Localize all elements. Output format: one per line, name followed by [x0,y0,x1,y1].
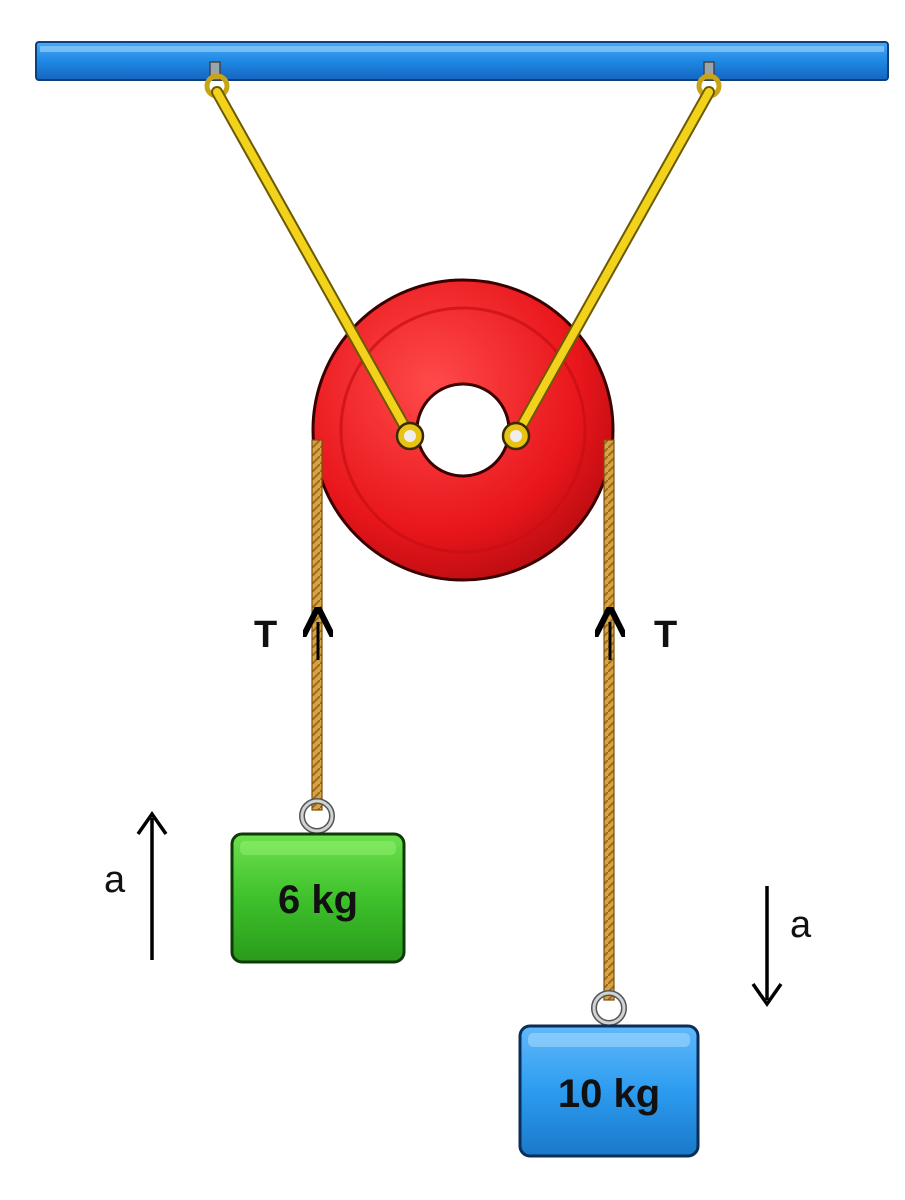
left-acceleration-arrow [136,810,168,960]
left-axle-bolt [395,421,425,451]
left-acceleration-label: a [104,859,126,901]
right-tension-label: T [654,614,677,656]
left-block-label: 6 kg [278,878,358,922]
right-block-hook [591,990,627,1026]
left-block [230,832,406,964]
right-acceleration-arrow [751,886,783,1008]
pulley-wheel [311,278,615,582]
left-support-rod [211,86,416,442]
right-block-label: 10 kg [558,1072,660,1116]
left-tension-label: T [254,614,277,656]
right-rope [603,439,615,1001]
ceiling-beam [35,41,889,81]
right-acceleration-label: a [790,904,812,946]
right-block [518,1024,700,1158]
left-block-hook [299,798,335,834]
right-axle-bolt [501,421,531,451]
right-support-rod [510,86,715,442]
